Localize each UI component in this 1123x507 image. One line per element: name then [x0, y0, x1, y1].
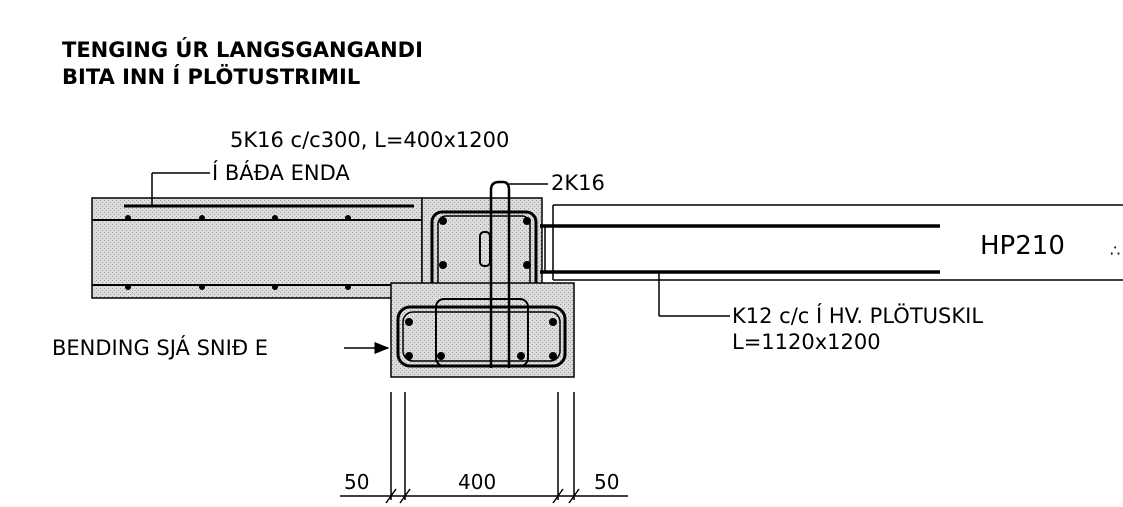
dimension-line — [340, 488, 628, 504]
joint-rebar-label: K12 c/c Í HV. PLÖTUSKIL — [732, 303, 983, 328]
dimension-left: 50 — [344, 470, 369, 494]
top-rebar-leader — [124, 172, 414, 208]
dimension-extensions — [390, 392, 575, 500]
beam-rebar-dots-bottom — [125, 284, 351, 290]
concrete-beam — [91, 197, 423, 299]
top-rebar-sub-label: Í BÁÐA ENDA — [212, 160, 350, 185]
plank-label: HP210 — [980, 231, 1065, 261]
connection-block-upper — [421, 197, 543, 299]
dimension-right: 50 — [594, 470, 619, 494]
joint-rebar-sub-label: L=1120x1200 — [732, 330, 881, 354]
joint-rebar-leader — [658, 272, 730, 317]
bending-label: BENDING SJÁ SNIÐ E — [52, 335, 268, 360]
title-line-1: TENGING ÚR LANGSGANGANDI — [62, 37, 423, 62]
stirrup-label: 2K16 — [551, 171, 605, 195]
hollowcore-plank — [540, 204, 1123, 281]
title-line-2: BITA INN Í PLÖTUSTRIMIL — [62, 64, 360, 89]
plank-edge-marks: ∴ — [1110, 241, 1120, 260]
beam-rebar-dots-top — [125, 215, 351, 221]
beam-section-lower — [390, 282, 575, 378]
dimension-middle: 400 — [458, 470, 496, 494]
top-rebar-label: 5K16 c/c300, L=400x1200 — [230, 128, 509, 152]
stirrup-2k16 — [479, 180, 548, 368]
